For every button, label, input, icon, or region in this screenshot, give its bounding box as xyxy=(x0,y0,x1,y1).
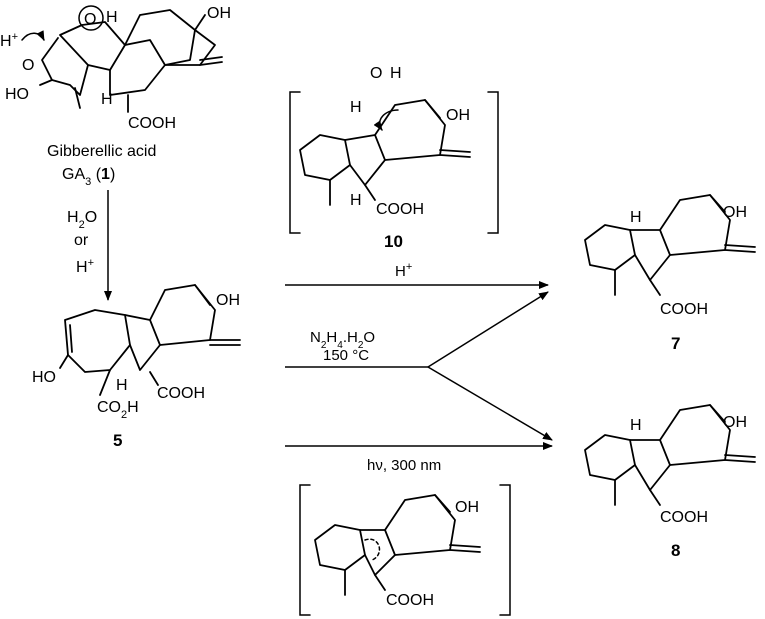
group-o: O xyxy=(84,11,96,28)
arrow-branch-to-7 xyxy=(427,291,549,368)
structure-ga3: O H OH H+ O HO H COOH Gibberellic acid G… xyxy=(0,5,231,188)
condition-temperature: 150 °C xyxy=(323,347,369,364)
group-ho: HO xyxy=(5,86,29,103)
dashed-arc-icon xyxy=(364,538,381,561)
bracket-left xyxy=(289,91,301,234)
curved-arrow-icon xyxy=(21,30,45,41)
curved-arrow-icon xyxy=(373,109,399,131)
condition-photolysis: hν, 300 nm xyxy=(367,457,441,474)
bracket-left xyxy=(299,484,311,616)
group-cooh: COOH xyxy=(157,385,205,402)
group-oh: OH xyxy=(446,107,470,124)
bracket-right xyxy=(487,91,499,234)
group-oh: OH xyxy=(216,292,240,309)
condition-or: or xyxy=(74,232,89,249)
group-h-water-2: H xyxy=(350,99,362,116)
group-o-carbonyl: O xyxy=(22,57,34,74)
structure-10: O H H OH H COOH 10 xyxy=(289,65,499,251)
structure-5: OH HO H COOH CO2H 5 xyxy=(32,284,241,450)
condition-hydrazine: N2H4.H2O xyxy=(310,329,375,351)
group-oh: OH xyxy=(207,5,231,22)
group-cooh: COOH xyxy=(128,115,176,132)
compound-number-5: 5 xyxy=(113,431,122,450)
condition-h2o: H2O xyxy=(67,209,97,231)
group-cooh: COOH xyxy=(376,201,424,218)
curved-arrow-icon xyxy=(78,5,104,31)
group-h: H xyxy=(106,9,118,26)
group-oh: OH xyxy=(455,499,479,516)
condition-acid-1: H+ xyxy=(76,257,94,276)
group-o-water: O xyxy=(370,65,382,82)
structure-radical-intermediate: OH COOH xyxy=(299,484,511,616)
structure-8: H OH COOH 8 xyxy=(584,404,756,560)
group-oh: OH xyxy=(723,414,747,431)
group-co2h: CO2H xyxy=(97,399,139,421)
group-ho: HO xyxy=(32,369,56,386)
group-h-plus: H+ xyxy=(0,31,18,50)
group-h: H xyxy=(101,91,113,108)
group-cooh: COOH xyxy=(660,509,708,526)
structure-7: H OH COOH 7 xyxy=(584,194,756,353)
bracket-right xyxy=(499,484,511,616)
group-h: H xyxy=(350,192,362,209)
compound-number-7: 7 xyxy=(671,334,680,353)
compound-name-ga3: Gibberellic acid xyxy=(47,143,156,160)
group-cooh: COOH xyxy=(386,592,434,609)
group-h: H xyxy=(116,377,128,394)
group-h: H xyxy=(630,417,642,434)
compound-code-ga3: GA3 (1) xyxy=(62,166,115,188)
group-h-water: H xyxy=(390,65,402,82)
condition-acid-2: H+ xyxy=(395,261,412,280)
compound-number-8: 8 xyxy=(671,541,680,560)
group-oh: OH xyxy=(723,204,747,221)
compound-number-10: 10 xyxy=(384,232,403,251)
arrow-branch-to-8 xyxy=(427,366,553,441)
group-h: H xyxy=(630,209,642,226)
group-cooh: COOH xyxy=(660,301,708,318)
